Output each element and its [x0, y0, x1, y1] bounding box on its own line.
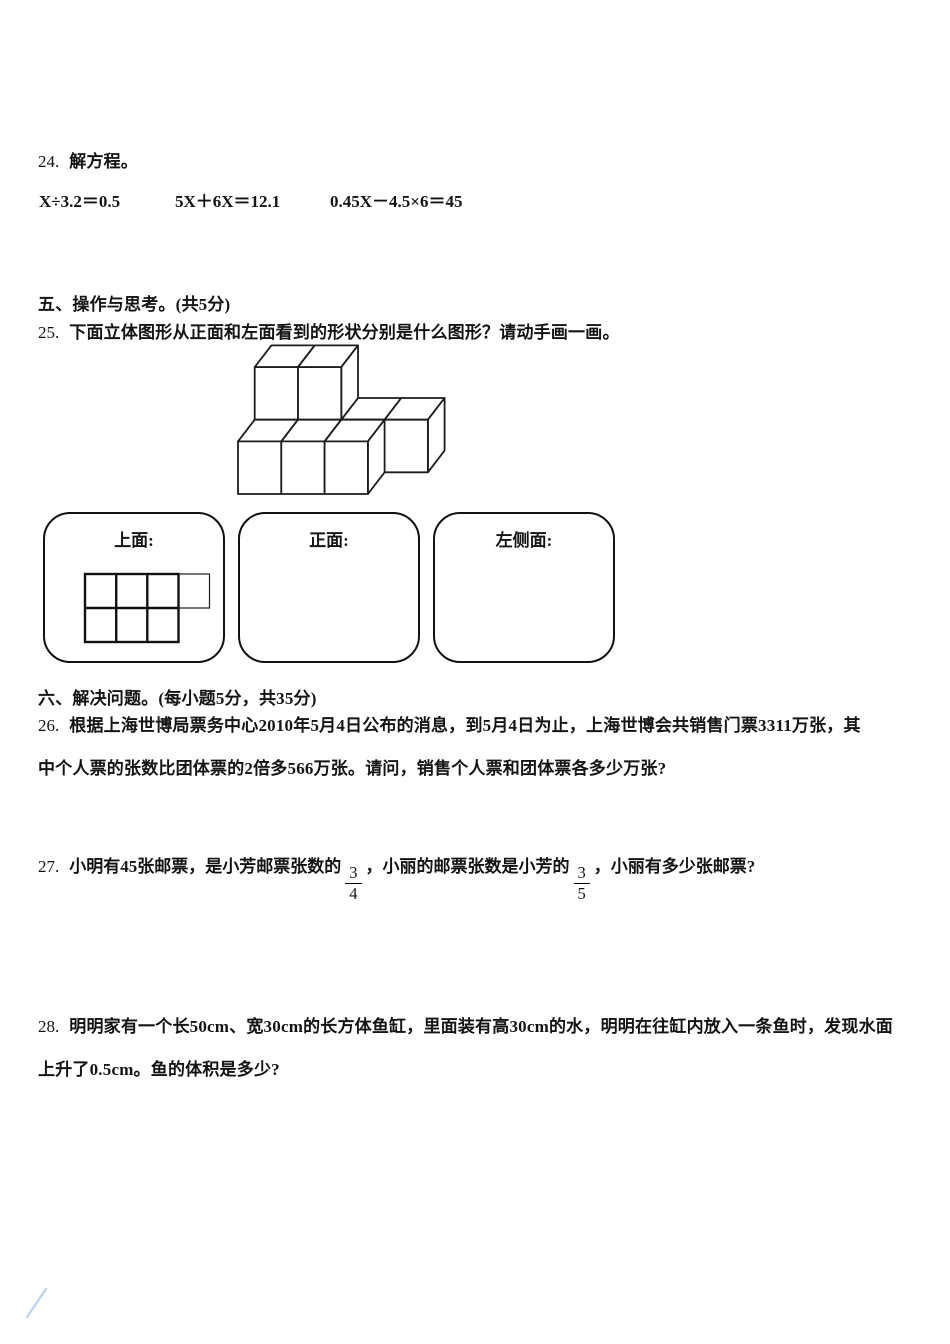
question-26-number: 26.: [38, 716, 60, 735]
stray-pen-mark: [25, 1287, 48, 1319]
question-24-title: 解方程。: [69, 152, 139, 171]
question-28-line-2: 上升了0.5cm。鱼的体积是多少?: [38, 1055, 920, 1080]
equation-3: 0.45X－4.5×6＝45: [330, 192, 463, 211]
fraction-2-numerator: 3: [577, 862, 586, 882]
question-28-number: 28.: [38, 1017, 60, 1036]
question-26-text-2: 中个人票的张数比团体票的2倍多566万张。请问，销售个人票和团体票各多少万张?: [38, 759, 667, 778]
question-28-text-2: 上升了0.5cm。鱼的体积是多少?: [38, 1060, 280, 1079]
answer-box-left-view: 左侧面:: [433, 512, 615, 663]
top-view-grid: [83, 572, 211, 644]
fraction-2-denominator: 5: [573, 883, 590, 903]
question-25-number: 25.: [38, 323, 60, 342]
question-25-text: 下面立体图形从正面和左面看到的形状分别是什么图形？请动手画一画。: [69, 323, 620, 342]
question-26-line-2: 中个人票的张数比团体票的2倍多566万张。请问，销售个人票和团体票各多少万张?: [38, 754, 920, 779]
answer-box-left-view-label: 左侧面:: [495, 531, 553, 550]
question-28-text-1: 明明家有一个长50cm、宽30cm的长方体鱼缸，里面装有高30cm的水，明明在往…: [69, 1017, 893, 1036]
answer-box-top-view-label: 上面:: [114, 531, 154, 550]
section-6-heading: 六、解决问题。(每小题5分，共35分): [38, 689, 317, 708]
question-24-equations: X÷3.2＝0.5 5X＋6X＝12.1 0.45X－4.5×6＝45: [0, 187, 950, 211]
equation-1: X÷3.2＝0.5: [39, 192, 121, 211]
question-24-number: 24.: [38, 152, 60, 171]
question-26-line-1: 26. 根据上海世博局票务中心2010年5月4日公布的消息，到5月4日为止，上海世…: [38, 711, 920, 736]
cube-stack-figure: [237, 344, 446, 495]
answer-box-front-view-label: 正面:: [309, 531, 349, 550]
question-24-heading: 24. 解方程。: [38, 147, 920, 172]
question-27-number: 27.: [38, 857, 60, 876]
question-26-text-1: 根据上海世博局票务中心2010年5月4日公布的消息，到5月4日为止，上海世博会共…: [69, 716, 861, 735]
question-27-text-1: 小明有45张邮票，是小芳邮票张数的: [69, 857, 342, 876]
equation-2: 5X＋6X＝12.1: [175, 192, 281, 211]
section-5-heading: 五、操作与思考。(共5分): [38, 295, 231, 314]
question-27-text-2: ，小丽的邮票张数是小芳的: [365, 857, 570, 876]
question-28-line-1: 28. 明明家有一个长50cm、宽30cm的长方体鱼缸，里面装有高30cm的水，明…: [38, 1012, 920, 1037]
fraction-1-denominator: 4: [345, 883, 362, 903]
fraction-1-numerator: 3: [349, 862, 358, 882]
answer-box-top-view: 上面:: [43, 512, 225, 663]
question-27-text-3: ，小丽有多少张邮票?: [593, 857, 756, 876]
answer-box-front-view: 正面:: [238, 512, 420, 663]
question-25: 25. 下面立体图形从正面和左面看到的形状分别是什么图形？请动手画一画。: [38, 318, 920, 343]
